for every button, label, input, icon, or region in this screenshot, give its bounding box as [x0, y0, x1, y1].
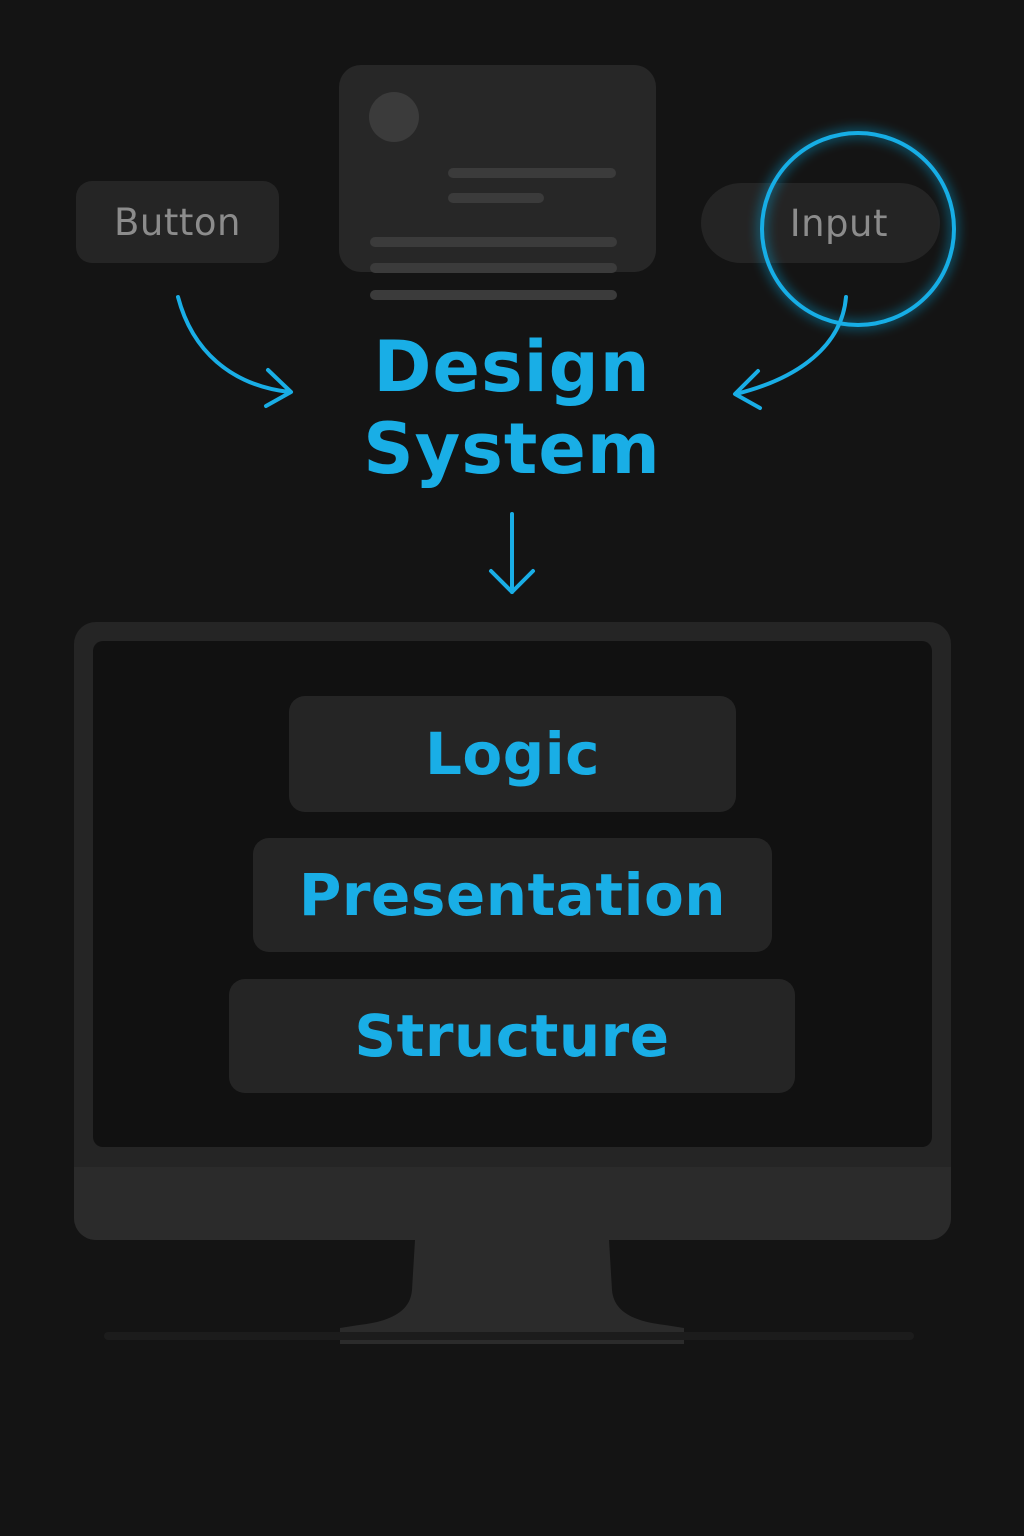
- arrow-right-icon: [733, 295, 848, 410]
- arrow-down-icon: [489, 512, 535, 594]
- card-avatar: [369, 92, 419, 142]
- card-title-line: [448, 168, 616, 178]
- title-line-system: System: [363, 408, 661, 490]
- arrow-left-icon: [176, 295, 293, 408]
- layer-structure-label: Structure: [354, 1002, 670, 1070]
- button-component-label: Button: [114, 200, 241, 244]
- layer-presentation: Presentation: [253, 838, 772, 952]
- layer-structure: Structure: [229, 979, 795, 1093]
- title-line-design: Design: [373, 326, 651, 408]
- input-component-label: Input: [789, 201, 888, 245]
- input-component: Input: [701, 183, 940, 263]
- button-component: Button: [76, 181, 279, 263]
- card-component: [339, 65, 656, 300]
- card-body-line: [370, 290, 617, 300]
- desk-shadow: [104, 1332, 914, 1340]
- design-system-title: Design System: [312, 326, 712, 490]
- layer-presentation-label: Presentation: [298, 861, 727, 929]
- card-body-line: [370, 263, 617, 273]
- monitor-chin: [74, 1167, 951, 1240]
- layer-logic: Logic: [289, 696, 736, 812]
- card-subtitle-line: [448, 193, 544, 203]
- card-body-line: [370, 237, 617, 247]
- monitor-stand: [340, 1240, 684, 1344]
- layer-logic-label: Logic: [424, 720, 601, 788]
